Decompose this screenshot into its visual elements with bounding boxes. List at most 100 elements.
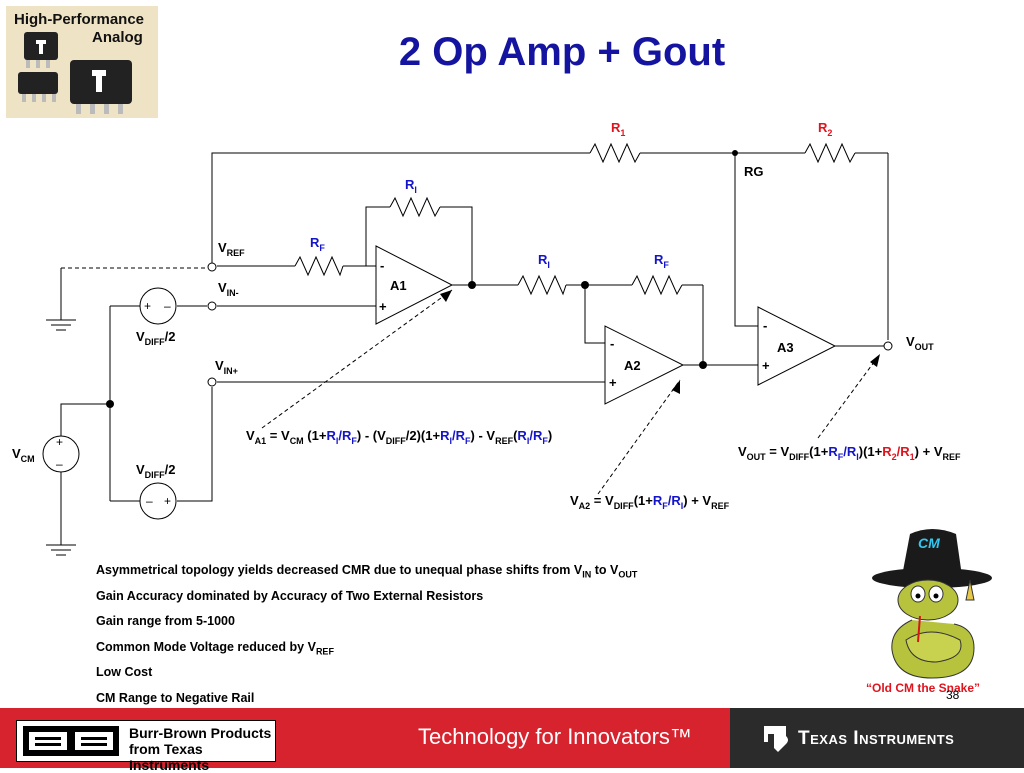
- circuit-diagram: R1 R2 RG RI RF RI RF VREF VIN- VIN+ VDIF…: [12, 120, 961, 556]
- wire-ri-feedback-a1b: [440, 206, 473, 285]
- equation-part: (: [513, 428, 518, 443]
- equation-part: REF: [943, 452, 962, 462]
- ground-symbols: [46, 319, 76, 556]
- bullet-item: Low Cost: [96, 665, 153, 680]
- equation-part: F: [838, 452, 844, 462]
- equation-part: R: [456, 428, 466, 443]
- bb-line2: from Texas Instruments: [129, 741, 210, 773]
- equation-part: = V: [266, 428, 290, 443]
- wires: [60, 152, 889, 545]
- src-top-minus: –: [164, 299, 171, 313]
- equation-part: /: [843, 444, 847, 459]
- wire-a2minus: [584, 285, 605, 344]
- equation-part: ) - V: [471, 428, 496, 443]
- label-r1: R1: [611, 120, 625, 138]
- equation-part: R: [533, 428, 543, 443]
- label-a2: A2: [624, 358, 641, 373]
- resistor-r1: [589, 142, 641, 164]
- resistor-ri-a1: [389, 196, 441, 218]
- resistor-rf-a1: [294, 255, 344, 277]
- opamp-a3: [757, 306, 837, 386]
- node-a2-out: [699, 361, 707, 369]
- source-vdiff-bottom: [139, 482, 177, 520]
- ti-logo-icon: [764, 726, 788, 752]
- a1-plus: +: [379, 299, 387, 314]
- chip-icons: [18, 32, 132, 114]
- equation-part: A2: [579, 501, 591, 511]
- bullet-item: Gain range from 5-1000: [96, 614, 235, 629]
- label-vout: VOUT: [906, 334, 934, 352]
- equation-part: I: [856, 452, 859, 462]
- equation-part: (1+: [809, 444, 829, 459]
- equation-part: /: [338, 428, 342, 443]
- equation-part: /: [529, 428, 533, 443]
- label-ri-a2: RI: [538, 252, 550, 270]
- footer-tagline: Technology for Innovators™: [418, 724, 692, 749]
- equation-part: 1: [910, 452, 915, 462]
- node-left-mid: [106, 400, 114, 408]
- bullet-list: Asymmetrical topology yields decreased C…: [96, 563, 637, 717]
- node-rg: [732, 150, 738, 156]
- equation-part: 2: [892, 452, 897, 462]
- equation-part: OUT: [747, 452, 767, 462]
- terminal-vout: [883, 341, 893, 351]
- label-vdiff-top: VDIFF/2: [136, 329, 176, 347]
- mascot-caption: “Old CM the Snake”: [866, 681, 981, 695]
- equation-vout: VOUT = VDIFF(1+RF/RI)(1+R2/R1) + VREF: [738, 444, 961, 462]
- equation-part: V: [738, 444, 747, 459]
- equation-part: F: [662, 501, 668, 511]
- terminal-vinplus: [207, 377, 217, 387]
- terminals: [207, 262, 893, 387]
- equation-part: I: [449, 436, 452, 446]
- a3-minus: -: [763, 318, 767, 333]
- src-top-plus: +: [144, 299, 151, 313]
- equation-part: DIFF: [386, 436, 406, 446]
- equation-pointers: [261, 289, 881, 495]
- equation-part: R: [882, 444, 892, 459]
- equation-part: I: [681, 501, 684, 511]
- equation-part: CM: [290, 436, 304, 446]
- equation-part: R: [440, 428, 450, 443]
- source-vcm: [42, 435, 80, 473]
- equation-part: ) + V: [915, 444, 943, 459]
- snake-mascot-icon: CM: [872, 529, 992, 679]
- slide-title: 2 Op Amp + Gout: [398, 30, 726, 74]
- equation-part: R: [342, 428, 352, 443]
- bb-text: Burr-Brown Products from Texas Instrumen…: [129, 725, 275, 773]
- resistor-ri-a2: [517, 274, 567, 296]
- label-vdiff-bottom: VDIFF/2: [136, 462, 176, 480]
- node-a1-out: [468, 281, 476, 289]
- a3-plus: +: [762, 358, 770, 373]
- equation-part: F: [465, 436, 471, 446]
- opamps: [375, 245, 837, 405]
- equation-part: DIFF: [614, 501, 634, 511]
- bullet-item: Asymmetrical topology yields decreased C…: [96, 563, 638, 580]
- equation-part: ) + V: [683, 493, 711, 508]
- equation-part: R: [828, 444, 838, 459]
- equation-va1: VA1 = VCM (1+RI/RF) - (VDIFF/2)(1+RI/RF)…: [246, 428, 552, 446]
- burr-brown-badge: Burr-Brown Products from Texas Instrumen…: [16, 720, 276, 773]
- equation-part: (1+: [634, 493, 654, 508]
- equation-part: V: [246, 428, 255, 443]
- equation-part: V: [570, 493, 579, 508]
- equation-part: R: [517, 428, 527, 443]
- resistors: [294, 142, 856, 296]
- bb-line1: Burr-Brown Products: [129, 725, 272, 741]
- label-vcm: VCM: [12, 446, 35, 464]
- equation-part: DIFF: [789, 452, 809, 462]
- bullet-item: Common Mode Voltage reduced by VREF: [96, 639, 334, 657]
- vcm-minus: –: [56, 457, 63, 471]
- equation-part: /: [897, 444, 901, 459]
- label-ri-a1: RI: [405, 177, 417, 195]
- vcm-plus: +: [56, 435, 63, 449]
- equation-part: (1+: [304, 428, 327, 443]
- equation-part: R: [671, 493, 681, 508]
- source-vdiff-top: [139, 287, 177, 325]
- equation-part: /2)(1+: [406, 428, 441, 443]
- opamp-a2: [604, 325, 685, 405]
- equation-part: F: [351, 436, 357, 446]
- arrowheads: [440, 290, 880, 394]
- equation-part: A1: [255, 436, 267, 446]
- bb-logo-icon: [23, 726, 119, 756]
